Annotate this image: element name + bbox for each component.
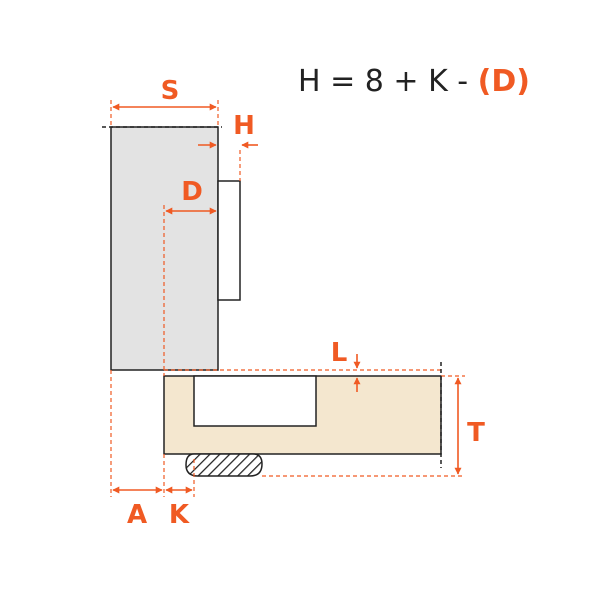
label-h: H: [233, 111, 255, 141]
formula: H = 8 + K - (D): [298, 64, 530, 99]
label-d: D: [181, 177, 203, 207]
dimension-arrows: [112, 103, 462, 494]
label-s: S: [161, 76, 180, 106]
formula-highlight: (D): [478, 64, 530, 99]
hatched-edge: [185, 453, 263, 477]
formula-main: H = 8 + K -: [298, 64, 478, 99]
label-k: K: [169, 500, 190, 530]
label-a: A: [127, 500, 147, 530]
mounting-plate: [217, 180, 241, 301]
label-l: L: [331, 338, 348, 368]
reference-lines: [110, 100, 465, 497]
hinge-cup-recess: [193, 375, 317, 427]
label-t: T: [467, 418, 485, 448]
